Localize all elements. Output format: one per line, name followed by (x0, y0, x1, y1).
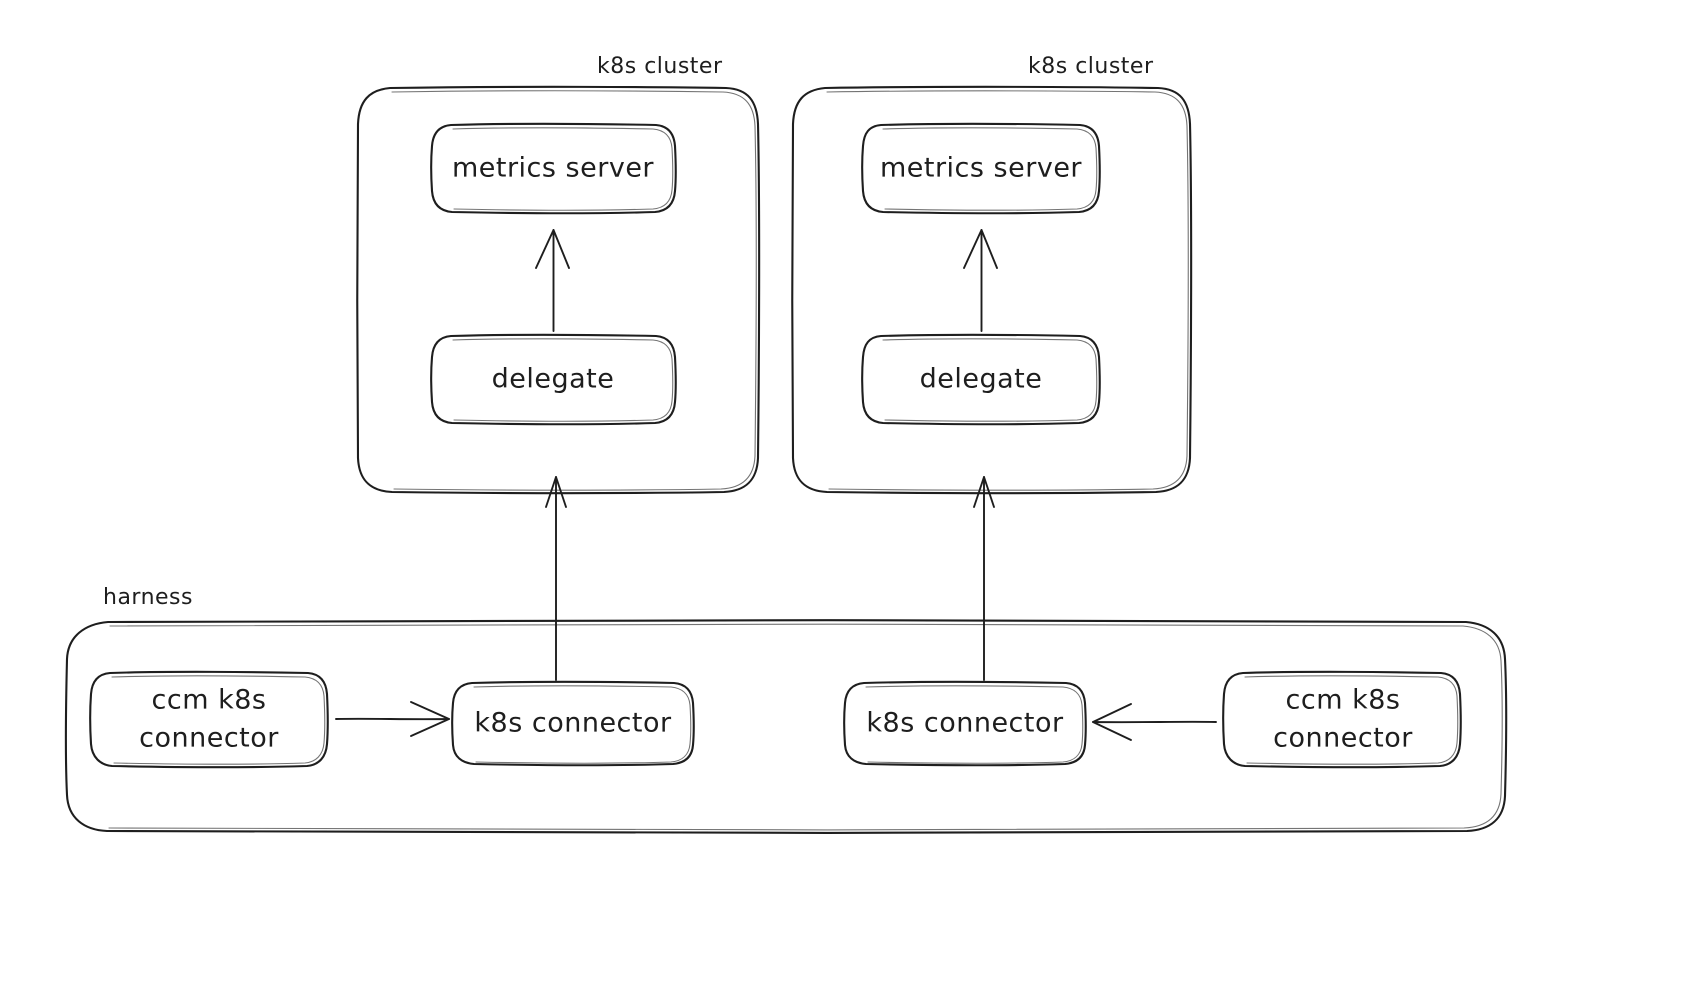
edge-connector-to-delegate-left (545, 476, 567, 681)
group-cluster-right[interactable] (791, 85, 1193, 495)
node-label-metrics-server-left: metrics server (451, 152, 655, 184)
node-k8s-connector-right[interactable] (843, 680, 1087, 767)
edge-ccm-to-connector-left (335, 701, 450, 737)
node-metrics-server-right[interactable] (861, 122, 1101, 215)
node-label-ccm-connector-left: ccm k8s connector (139, 684, 279, 754)
edge-connector-to-delegate-right (973, 476, 995, 681)
node-label-delegate-left: delegate (491, 363, 615, 395)
node-ccm-connector-left[interactable] (89, 670, 329, 769)
group-label-cluster-left: k8s cluster (597, 54, 723, 79)
group-cluster-left[interactable] (356, 85, 761, 495)
group-harness[interactable] (64, 619, 1508, 834)
node-label-k8s-connector-right: k8s connector (866, 707, 1064, 739)
edge-delegate-to-metrics-right (963, 229, 998, 332)
node-delegate-right[interactable] (861, 333, 1101, 426)
node-k8s-connector-left[interactable] (451, 680, 695, 767)
node-label-k8s-connector-left: k8s connector (474, 707, 672, 739)
group-label-cluster-right: k8s cluster (1028, 54, 1154, 79)
node-label-delegate-right: delegate (919, 363, 1043, 395)
edge-ccm-to-connector-right (1092, 703, 1217, 741)
node-ccm-connector-right[interactable] (1222, 670, 1462, 769)
group-label-harness: harness (103, 585, 193, 610)
node-label-metrics-server-right: metrics server (879, 152, 1083, 184)
edge-delegate-to-metrics-left (535, 229, 570, 332)
node-metrics-server-left[interactable] (430, 122, 677, 215)
node-label-ccm-connector-right: ccm k8s connector (1273, 684, 1413, 754)
node-delegate-left[interactable] (430, 333, 677, 426)
